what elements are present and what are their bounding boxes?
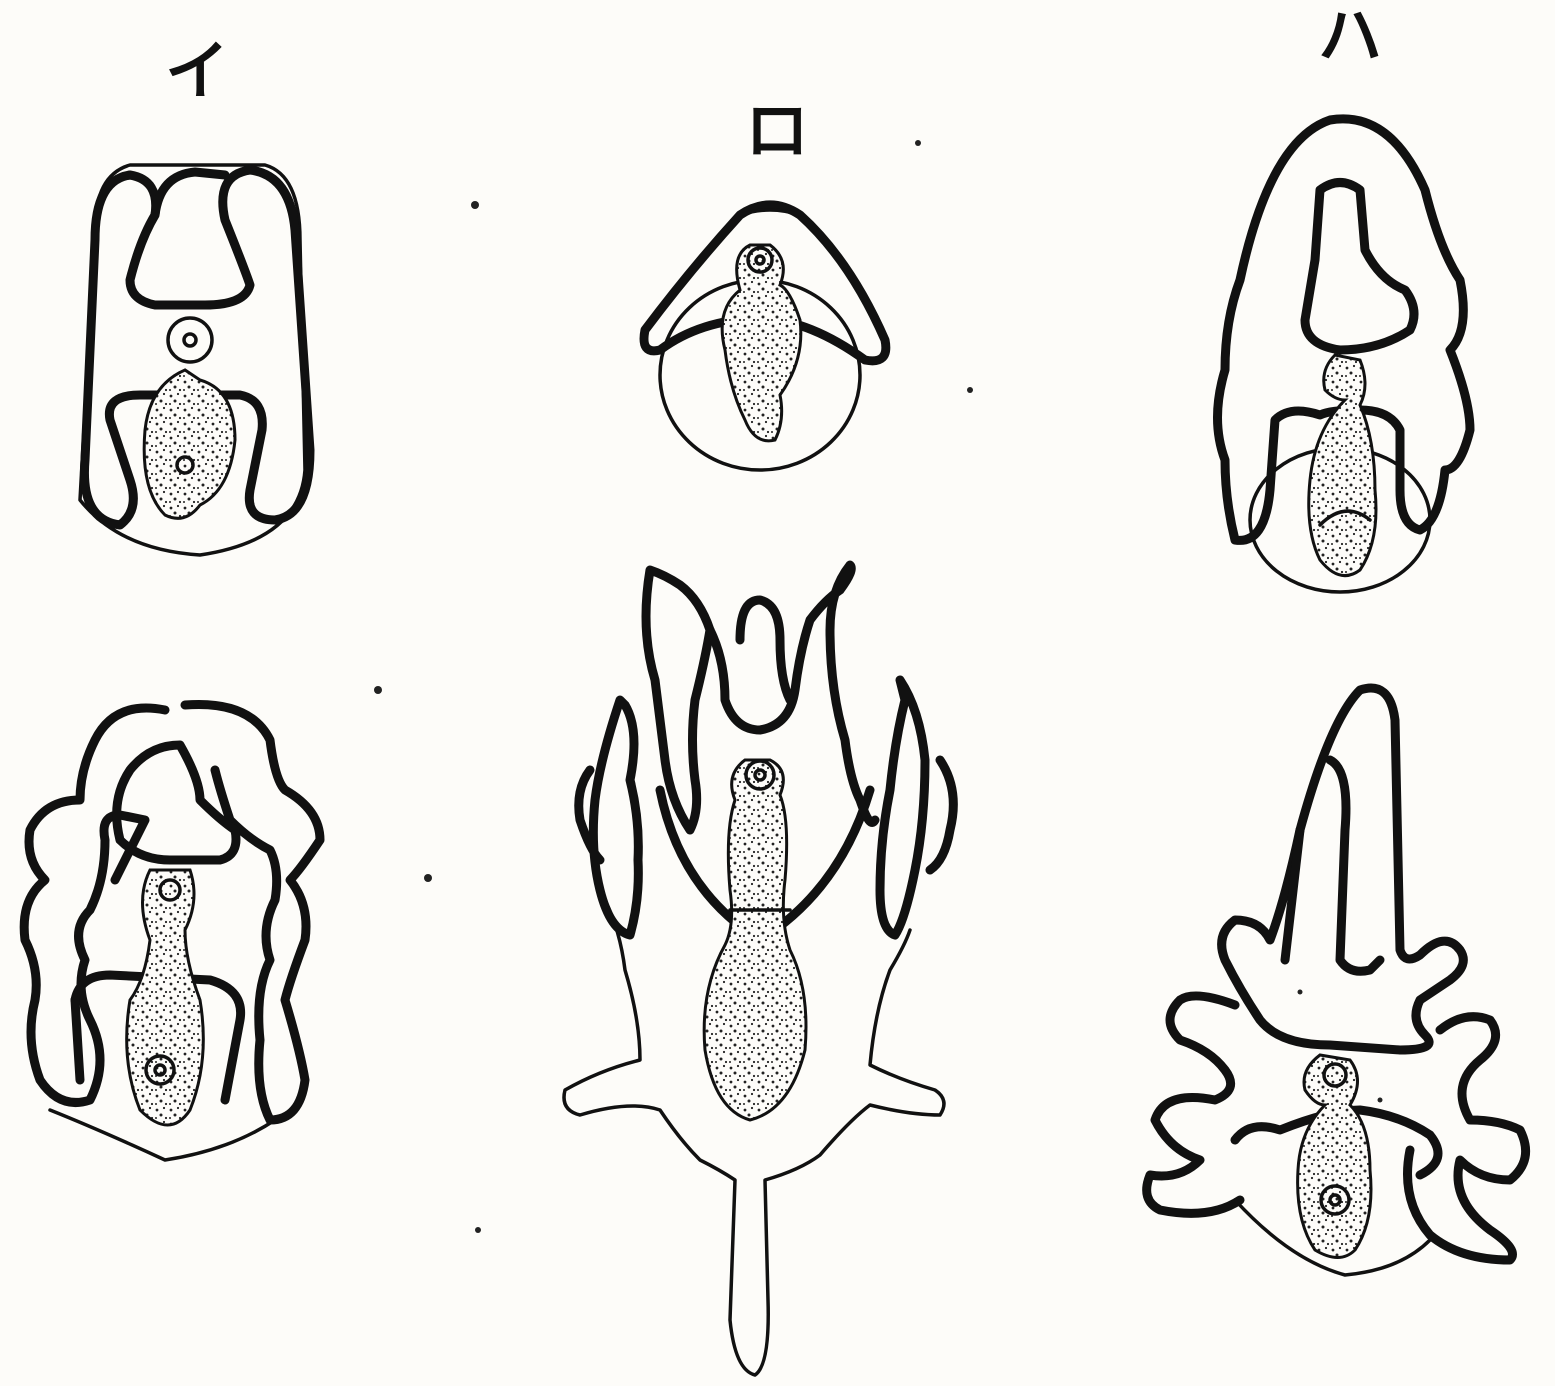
larva-b-early [644,205,886,470]
larva-b-late [564,565,953,1375]
larva-a-early [80,165,310,555]
larva-c-early [1218,119,1471,592]
larva-c-late [1147,688,1526,1275]
larva-a-late [24,704,320,1160]
